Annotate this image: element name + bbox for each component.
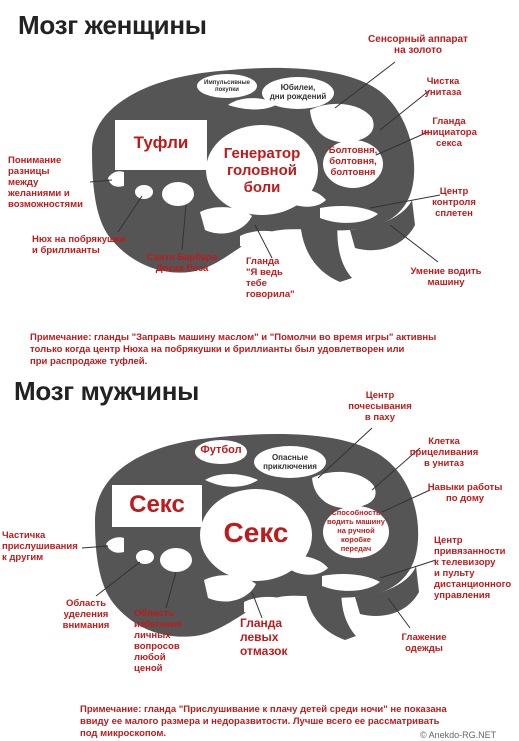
label-groin-scratch: Центр почесывания в паху: [348, 390, 412, 423]
woman-brain-title: Мозг женщины: [18, 10, 207, 40]
region-manual-driving: Способность водить машину на ручной коро…: [327, 508, 385, 553]
label-toilet-cleaning: Чистка унитаза: [424, 76, 462, 98]
region-football: Футбол: [200, 444, 242, 456]
label-attention-area: Область уделения внимания: [62, 598, 110, 631]
man-brain: [81, 427, 437, 640]
label-excuses-gland: Гланда левых отмазок: [240, 616, 288, 658]
region-anniversaries: Юбилеи, дни рождений: [269, 83, 327, 101]
label-tv-remote-center: Центр привязанности к телевизору и пульт…: [434, 535, 512, 601]
label-ironing: Глажение одежды: [401, 632, 447, 654]
region-headache-generator: Генератор головной боли: [223, 145, 301, 196]
label-sex-initiator-gland: Гланда инициатора секса: [421, 116, 477, 149]
watermark: © Anekdo-RG.NET: [420, 730, 497, 740]
region-chatter: Болтовня, болтовня, болтовня: [328, 145, 378, 178]
label-listening-others: Частичка прислушивания к другим: [2, 530, 78, 563]
label-avoid-personal: Область избегания личных вопросов любой …: [134, 608, 182, 674]
man-note: Примечание: гланда "Прислушивание к плач…: [80, 704, 447, 739]
label-santa-barbara: Санта Барбара Дикая Роза: [146, 252, 218, 274]
woman-note: Примечание: гланды "Заправь машину масло…: [30, 332, 437, 367]
region-impulse-shopping: Импульсивные покупки: [204, 80, 250, 93]
woman-brain: [89, 61, 441, 282]
label-sensory-gold: Сенсорный аппарат на золото: [368, 34, 468, 56]
label-housework: Навыки работы по дому: [427, 482, 503, 504]
man-brain-title: Мозг мужчины: [14, 376, 200, 406]
region-shoes: Туфли: [133, 133, 189, 152]
label-jewelry-sniff: Нюх на побрякушки и бриллианты: [32, 234, 126, 256]
label-told-you-gland: Гланда "Я ведь тебе говорила": [246, 256, 295, 300]
label-driving-skill: Умение водить машину: [410, 266, 482, 288]
region-sex-small: Секс: [129, 491, 185, 518]
label-toilet-aim: Клетка прицеливания в унитаз: [409, 436, 479, 469]
label-understanding: Понимание разницы между желаниями и возм…: [8, 155, 83, 210]
label-gossip-control: Центр контроля сплетен: [432, 186, 476, 219]
region-dangerous-adventures: Опасные приключения: [263, 453, 317, 471]
region-sex-big: Секс: [223, 517, 289, 548]
